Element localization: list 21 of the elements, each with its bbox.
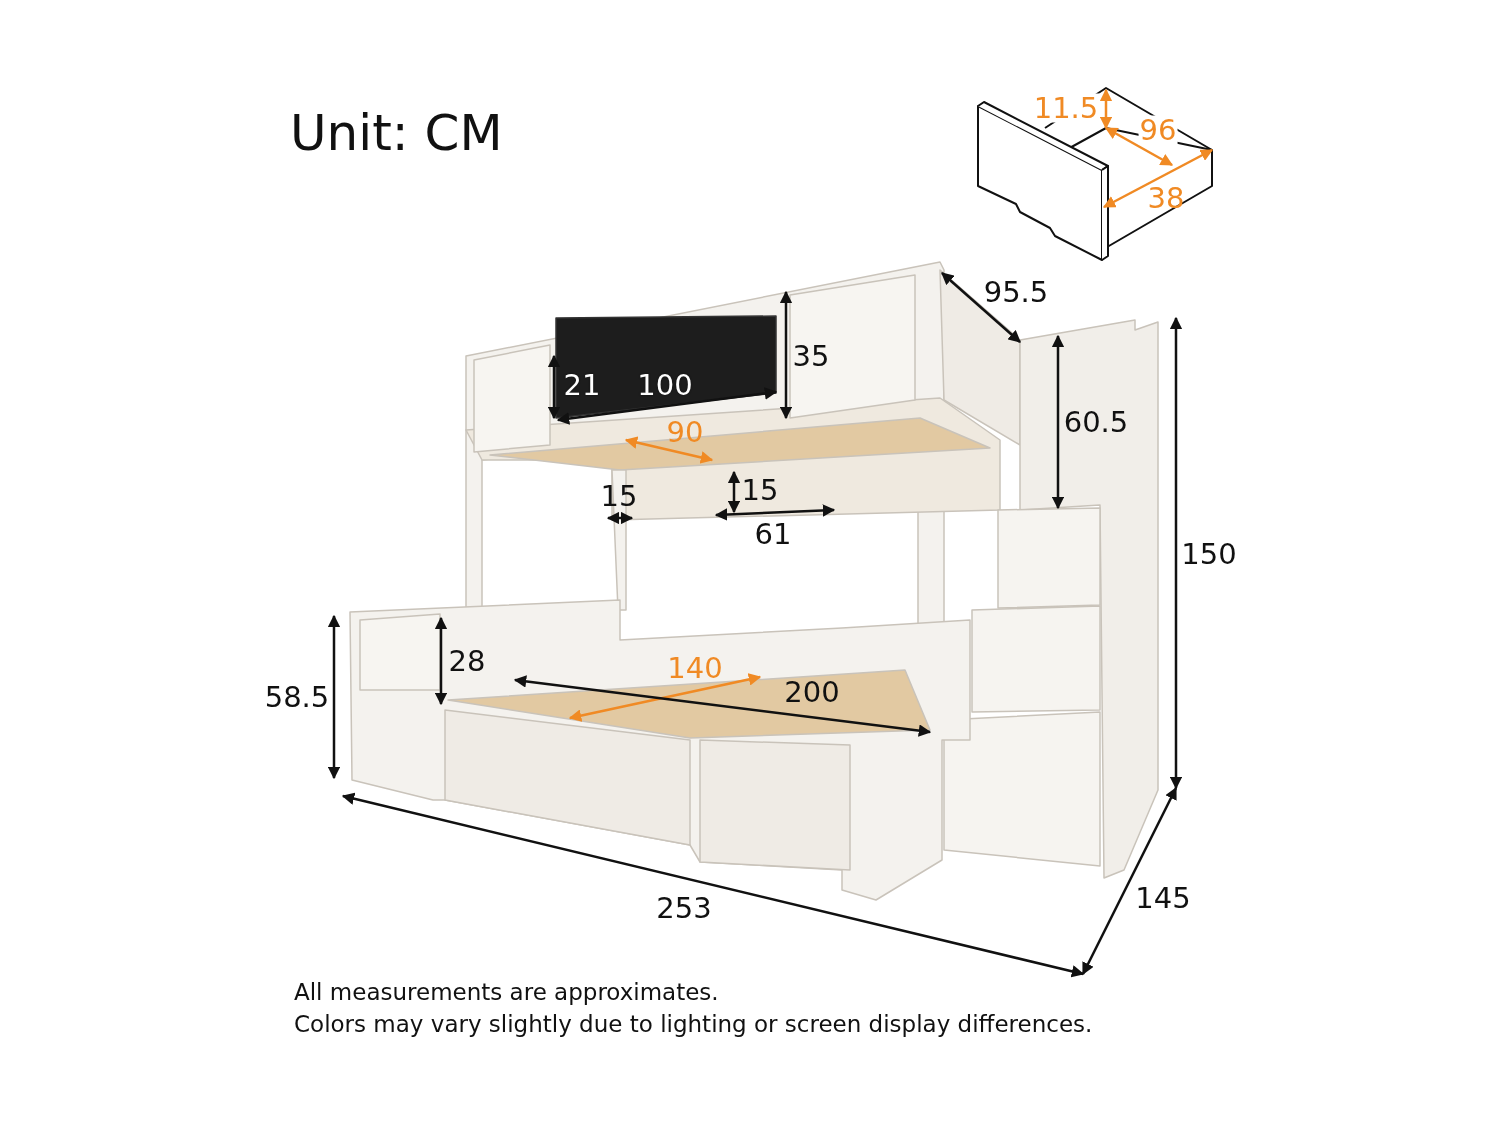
- dimension-label: 253: [656, 893, 712, 923]
- dimension-label: 145: [1135, 883, 1191, 913]
- dimension-label: 61: [754, 519, 792, 549]
- dimension-label: 15: [600, 481, 638, 511]
- dimension-label: 140: [667, 653, 723, 683]
- dimension-label: 150: [1181, 539, 1237, 569]
- dimension-label: 95.5: [983, 277, 1049, 307]
- dimension-label: 90: [666, 417, 704, 447]
- dimension-label: 58.5: [264, 682, 330, 712]
- dimension-label: 96: [1138, 115, 1178, 145]
- note-text: All measurements are approximates.: [294, 981, 719, 1004]
- dimension-label: 100: [637, 370, 693, 400]
- dimension-label: 38: [1147, 183, 1185, 213]
- dimension-label: 200: [784, 677, 840, 707]
- unit-heading: Unit: CM: [290, 108, 503, 158]
- dimension-label: 15: [741, 475, 779, 505]
- dimension-label: 21: [563, 370, 601, 400]
- dimension-label: 35: [792, 341, 830, 371]
- note-text: Colors may vary slightly due to lighting or screen display differences.: [294, 1013, 1093, 1036]
- dimension-label: 60.5: [1063, 407, 1129, 437]
- dimension-label: 28: [448, 646, 486, 676]
